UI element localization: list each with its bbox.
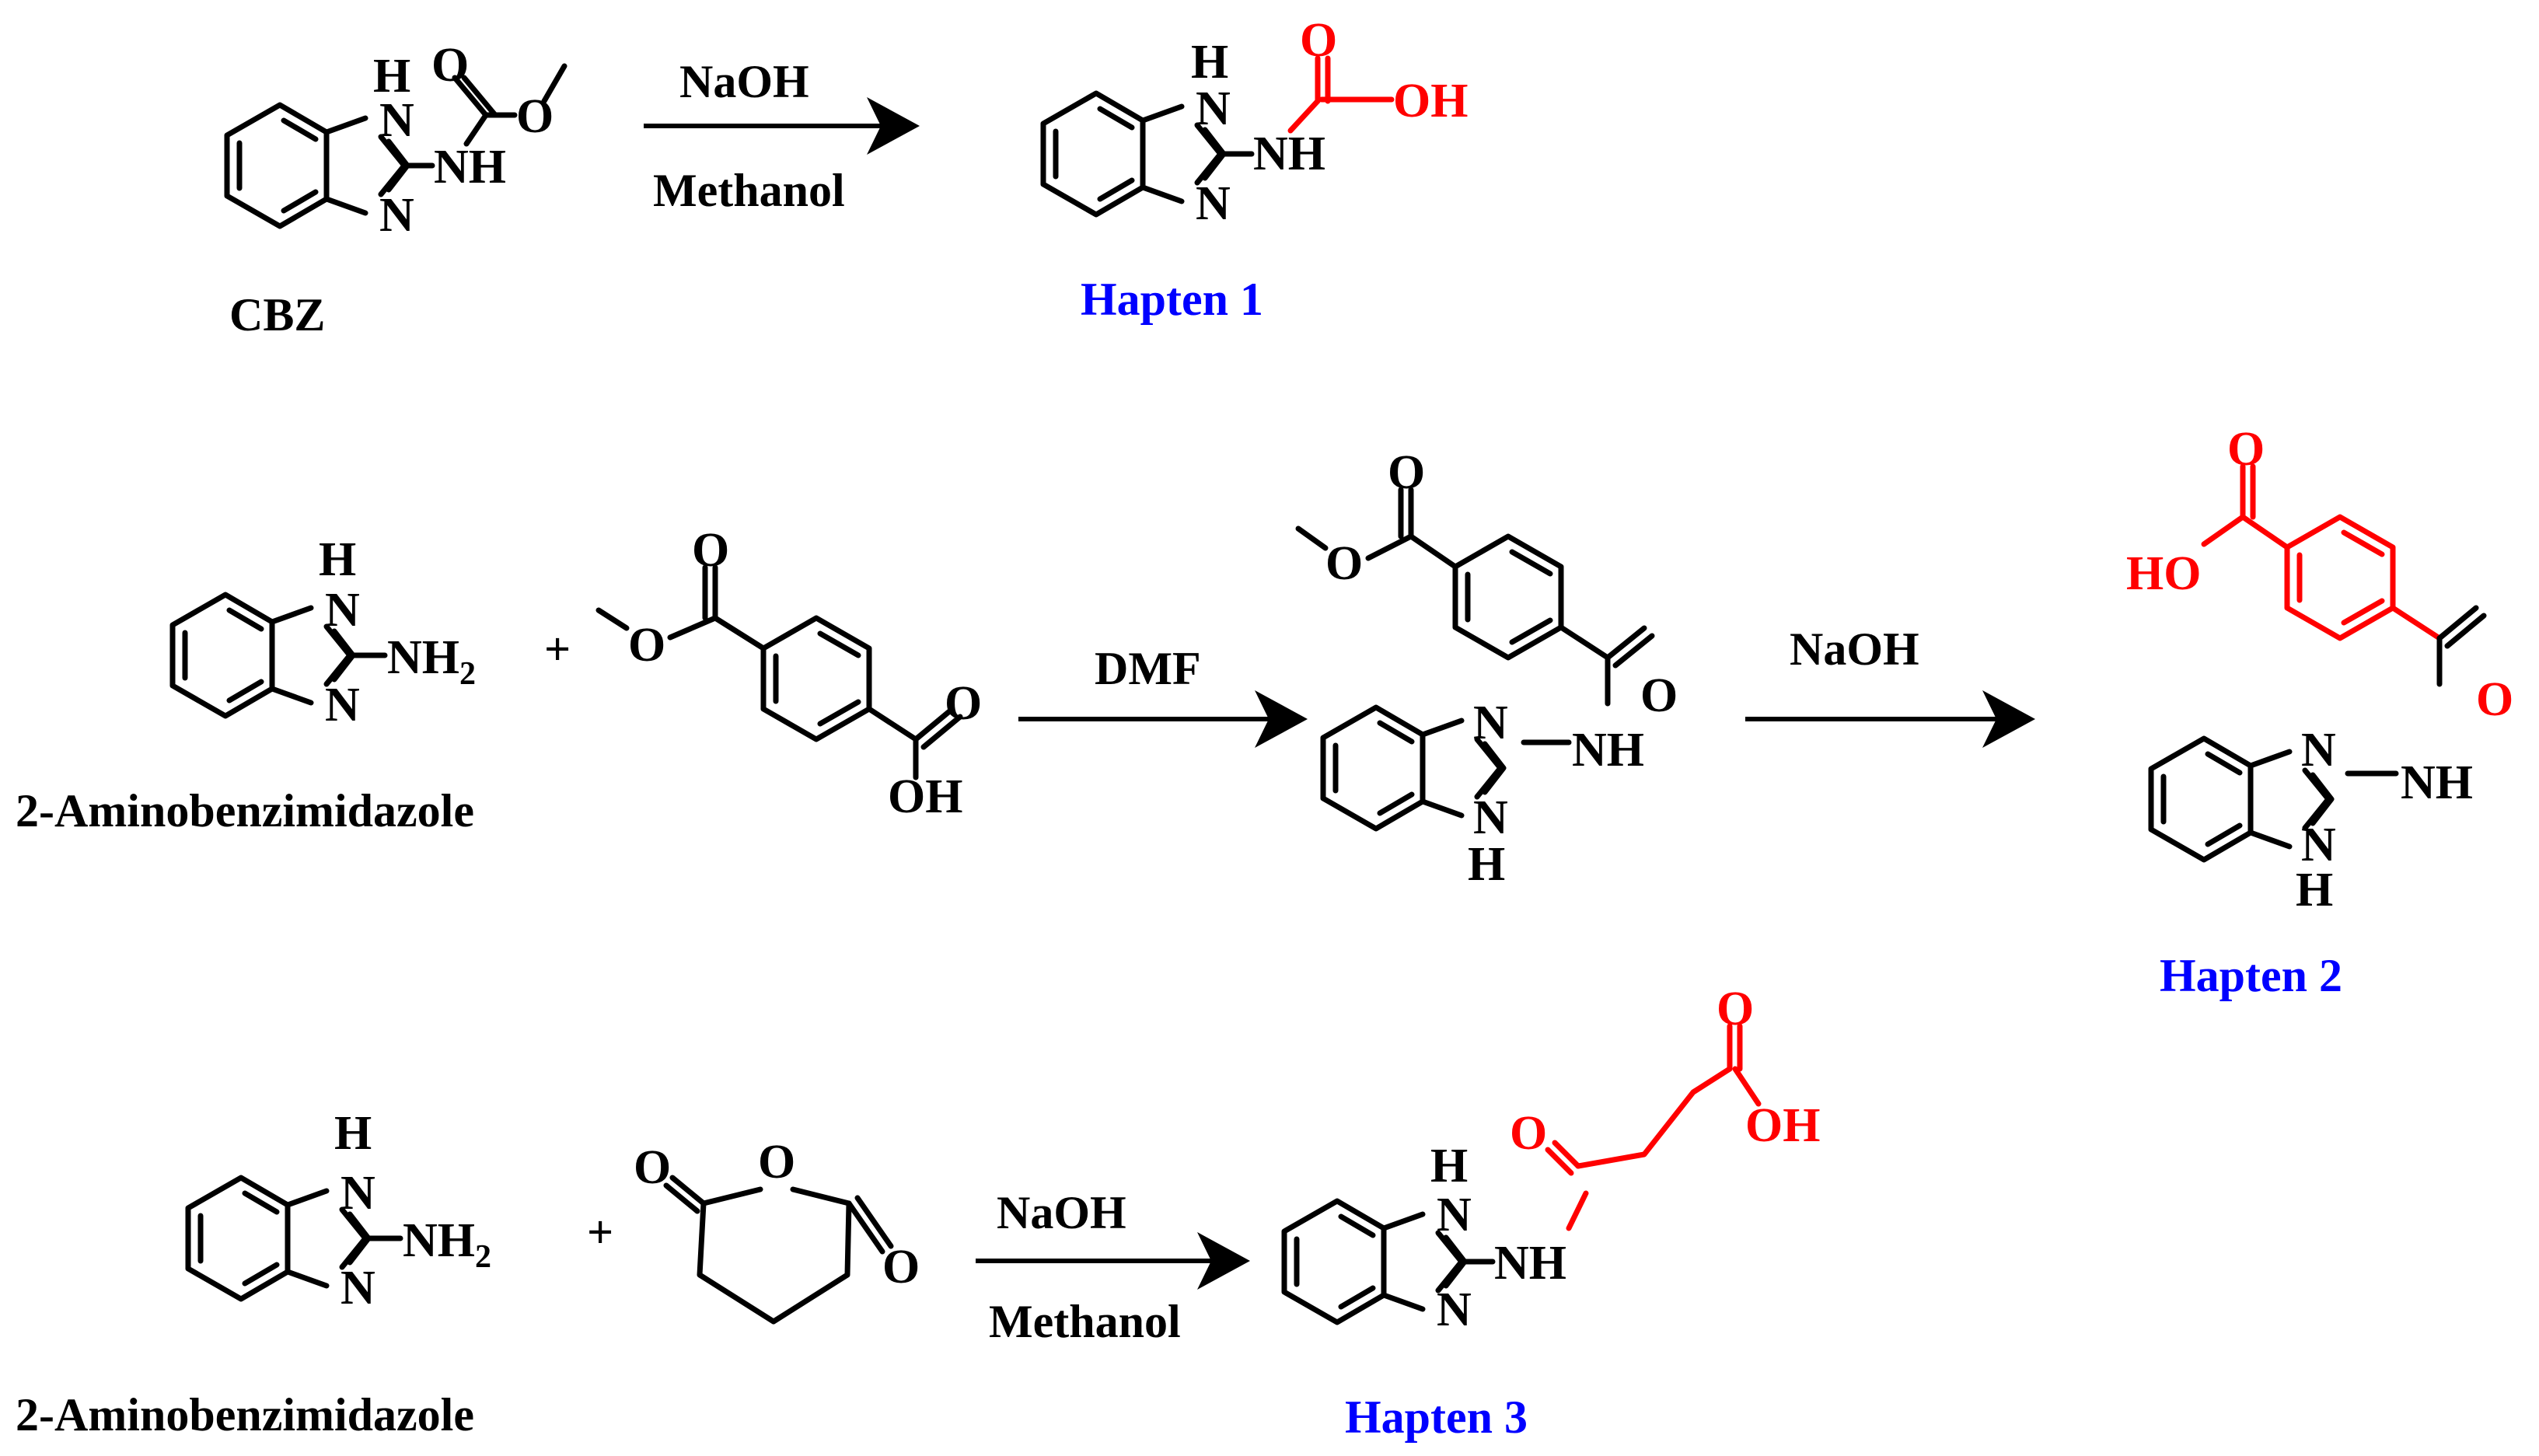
cbz-benzimidazole-core bbox=[224, 102, 410, 229]
ester-o-label: O bbox=[628, 619, 665, 672]
row-2-amine-n3-label: N bbox=[325, 679, 360, 731]
row-3-amine-n3-label: N bbox=[341, 1262, 375, 1315]
reaction-arrow-1: NaOH Methanol bbox=[644, 56, 920, 216]
intermediate-ester-o-label: O bbox=[1325, 537, 1363, 590]
hapten-3-n1-label: N bbox=[1437, 1189, 1472, 1241]
anhydride-left-carbonyl-o-label: O bbox=[634, 1141, 671, 1194]
arrow-3-reagent-naoh: NaOH bbox=[1790, 623, 1919, 675]
hapten-1-molecule: N H N NH O OH Hapten 1 bbox=[1040, 14, 1468, 325]
hapten-2-name-label: Hapten 2 bbox=[2160, 950, 2342, 1001]
row-3-aminobenzimidazole-molecule: N H N NH2 2-Aminobenzimidazole bbox=[16, 1107, 491, 1440]
hapten-2-amide-nh-label: NH bbox=[2401, 756, 2473, 809]
row-2-aminobenzimidazole-to-hapten-2: N H N NH2 2-Aminobenzimidazole + O O O O… bbox=[16, 423, 2513, 1001]
intermediate-n1-label: N bbox=[1473, 791, 1508, 844]
cbz-n1-h-label: H bbox=[373, 50, 410, 103]
row-2-aminobenzimidazole-label: 2-Aminobenzimidazole bbox=[16, 785, 474, 836]
hapten-3-name-label: Hapten 3 bbox=[1345, 1391, 1528, 1443]
reaction-arrow-3: NaOH bbox=[1745, 623, 2035, 748]
hapten-2-hydroxyl-label: HO bbox=[2126, 547, 2201, 600]
hapten-1-n1-h-label: H bbox=[1191, 36, 1228, 89]
hapten-2-amide-o-label: O bbox=[2476, 673, 2513, 726]
row-2-plus-sign: + bbox=[544, 623, 571, 675]
hapten-1-n1-label: N bbox=[1196, 82, 1231, 135]
hapten-2-carbonyl-o-label: O bbox=[2227, 423, 2265, 476]
row-3-aminobenzimidazole-to-hapten-3: N H N NH2 2-Aminobenzimidazole + O O O N… bbox=[16, 983, 1820, 1443]
hapten-3-amide-nh-label: NH bbox=[1494, 1237, 1566, 1290]
arrow-1-reagent-naoh: NaOH bbox=[679, 56, 809, 107]
intermediate-amide-o-label: O bbox=[1640, 669, 1678, 722]
hapten-2-n1-label: N bbox=[2301, 819, 2336, 871]
cbz-name-label: CBZ bbox=[229, 289, 325, 340]
intermediate-ester-molecule: O O O NH N N H bbox=[1295, 446, 1678, 891]
hapten-1-hydroxyl-label: OH bbox=[1393, 75, 1468, 127]
row-3-amine-nh2-label: NH2 bbox=[403, 1214, 491, 1275]
monomethyl-terephthalate-molecule: O O O OH bbox=[595, 524, 982, 823]
hapten-3-molecule: N H N NH O O OH Hapten 3 bbox=[1281, 983, 1820, 1443]
intermediate-n3-label: N bbox=[1473, 697, 1508, 749]
cbz-n3-label: N bbox=[379, 189, 414, 242]
reaction-arrow-2: DMF bbox=[1018, 643, 1308, 748]
row-3-nh2-subscript: 2 bbox=[475, 1239, 491, 1275]
hapten-3-amide-o-label: O bbox=[1510, 1107, 1547, 1160]
row-3-plus-sign: + bbox=[587, 1206, 613, 1258]
reaction-arrow-4: NaOH Methanol bbox=[976, 1187, 1250, 1347]
intermediate-n1-h-label: H bbox=[1468, 838, 1505, 891]
succinic-anhydride-molecule: O O O bbox=[634, 1136, 920, 1325]
anhydride-ring-o-label: O bbox=[758, 1136, 795, 1189]
cbz-molecule: N H N NH O O CBZ bbox=[224, 39, 568, 340]
intermediate-ester-carbonyl-o-label: O bbox=[1388, 446, 1425, 499]
cbz-carbonyl-o-label: O bbox=[431, 39, 469, 92]
row-2-amine-n1-label: N bbox=[325, 584, 360, 637]
hapten-3-carbonyl-o-label: O bbox=[1717, 983, 1754, 1035]
arrow-1-reagent-methanol: Methanol bbox=[653, 165, 845, 216]
row-2-nh2-subscript: 2 bbox=[459, 656, 476, 692]
arrow-2-reagent-dmf: DMF bbox=[1095, 643, 1201, 694]
row-2-amine-n1-h-label: H bbox=[319, 533, 356, 586]
row-1-cbz-to-hapten-1: N H N NH O O CBZ NaOH Methanol bbox=[224, 14, 1468, 340]
row-3-nh2-base: NH bbox=[403, 1214, 475, 1267]
row-3-amine-n1-h-label: H bbox=[334, 1107, 372, 1160]
hapten-2-n1-h-label: H bbox=[2296, 864, 2333, 917]
hapten-3-n1-h-label: H bbox=[1430, 1140, 1468, 1192]
arrow-4-reagent-naoh: NaOH bbox=[997, 1187, 1126, 1238]
cbz-n1-label: N bbox=[379, 94, 414, 147]
acid-carbonyl-o-label: O bbox=[945, 677, 982, 730]
hapten-3-hydroxyl-label: OH bbox=[1745, 1099, 1820, 1152]
hapten-1-name-label: Hapten 1 bbox=[1081, 274, 1263, 325]
row-2-amine-nh2-label: NH2 bbox=[387, 631, 476, 692]
cbz-amide-nh-label: NH bbox=[434, 141, 506, 194]
row-3-amine-n1-label: N bbox=[341, 1167, 375, 1220]
row-3-aminobenzimidazole-label: 2-Aminobenzimidazole bbox=[16, 1389, 474, 1440]
hapten-1-amide-nh-label: NH bbox=[1253, 127, 1325, 180]
hapten-3-n3-label: N bbox=[1437, 1283, 1472, 1336]
acid-hydroxyl-label: OH bbox=[888, 770, 962, 823]
intermediate-amide-nh-label: NH bbox=[1572, 724, 1644, 777]
row-2-aminobenzimidazole-molecule: N H N NH2 2-Aminobenzimidazole bbox=[16, 533, 476, 836]
arrow-4-reagent-methanol: Methanol bbox=[989, 1296, 1181, 1347]
hapten-2-molecule: O HO O NH N N H Hapten 2 bbox=[2126, 423, 2513, 1001]
row-2-nh2-base: NH bbox=[387, 631, 459, 684]
hapten-1-carbonyl-o-label: O bbox=[1300, 14, 1337, 67]
hapten-2-n3-label: N bbox=[2301, 724, 2336, 777]
hapten-1-n3-label: N bbox=[1196, 177, 1231, 230]
anhydride-right-carbonyl-o-label: O bbox=[882, 1241, 920, 1294]
ester-carbonyl-o-label: O bbox=[692, 524, 729, 577]
